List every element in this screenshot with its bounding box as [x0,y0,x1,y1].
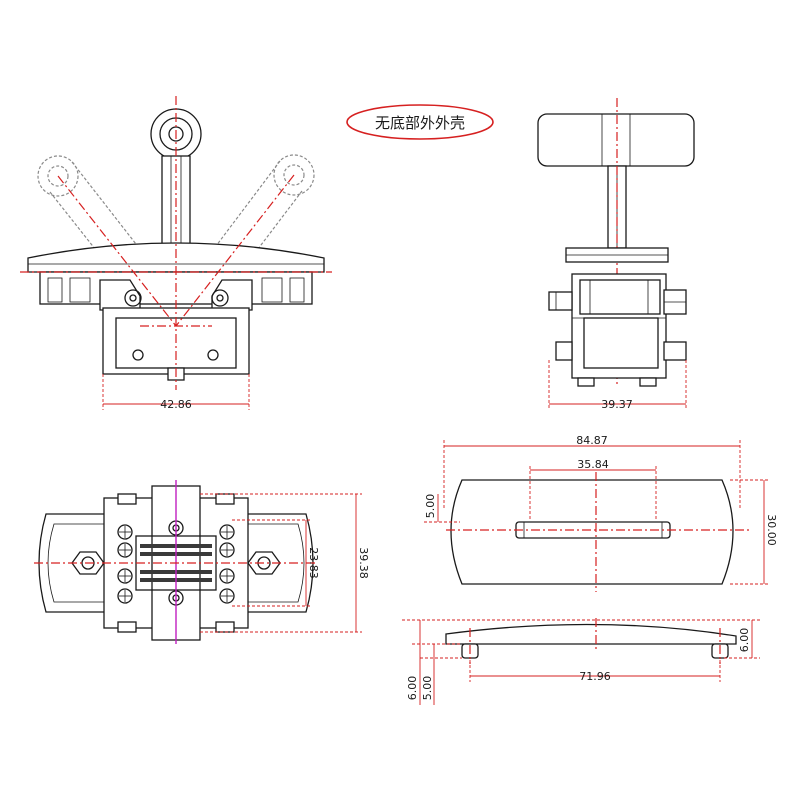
front-view: 42.86 [20,96,332,411]
handle-dimensions: 84.87 35.84 30.00 5.00 [424,434,778,585]
side-dim-width: 39.37 [601,398,633,411]
top-view-dimensions: 23.83 39.38 [200,493,370,633]
screws [117,520,235,606]
handle-top-view: 84.87 35.84 30.00 5.00 [424,434,778,592]
handle-dim-edge: 5.00 [424,494,437,519]
front-dim-width: 42.86 [160,398,192,411]
side-view: 39.37 [537,98,695,411]
handle-dim-length: 84.87 [576,434,608,447]
handle-dim-left-a: 6.00 [406,676,419,701]
front-dimension: 42.86 [102,374,250,411]
handle-side-profile [445,623,737,645]
handle-dim-slot: 35.84 [577,458,609,471]
top-dim-outer: 39.38 [357,547,370,579]
handle-dim-thickness: 6.00 [738,628,751,653]
handle-dim-left-b: 5.00 [421,676,434,701]
side-dimension: 39.37 [548,360,687,411]
handle-side-dimensions: 6.00 71.96 6.00 5.00 [402,619,760,705]
t-handle [537,113,695,249]
annotation-note: 无底部外外壳 [375,114,465,132]
handle-side-view: 6.00 71.96 6.00 5.00 [402,618,760,705]
handle-dim-height: 30.00 [765,514,778,546]
handle-dim-post-span: 71.96 [579,670,611,683]
top-view: 23.83 39.38 [34,480,370,644]
top-dim-inner: 23.83 [307,547,320,579]
annotation-callout: 无底部外外壳 [346,104,494,140]
